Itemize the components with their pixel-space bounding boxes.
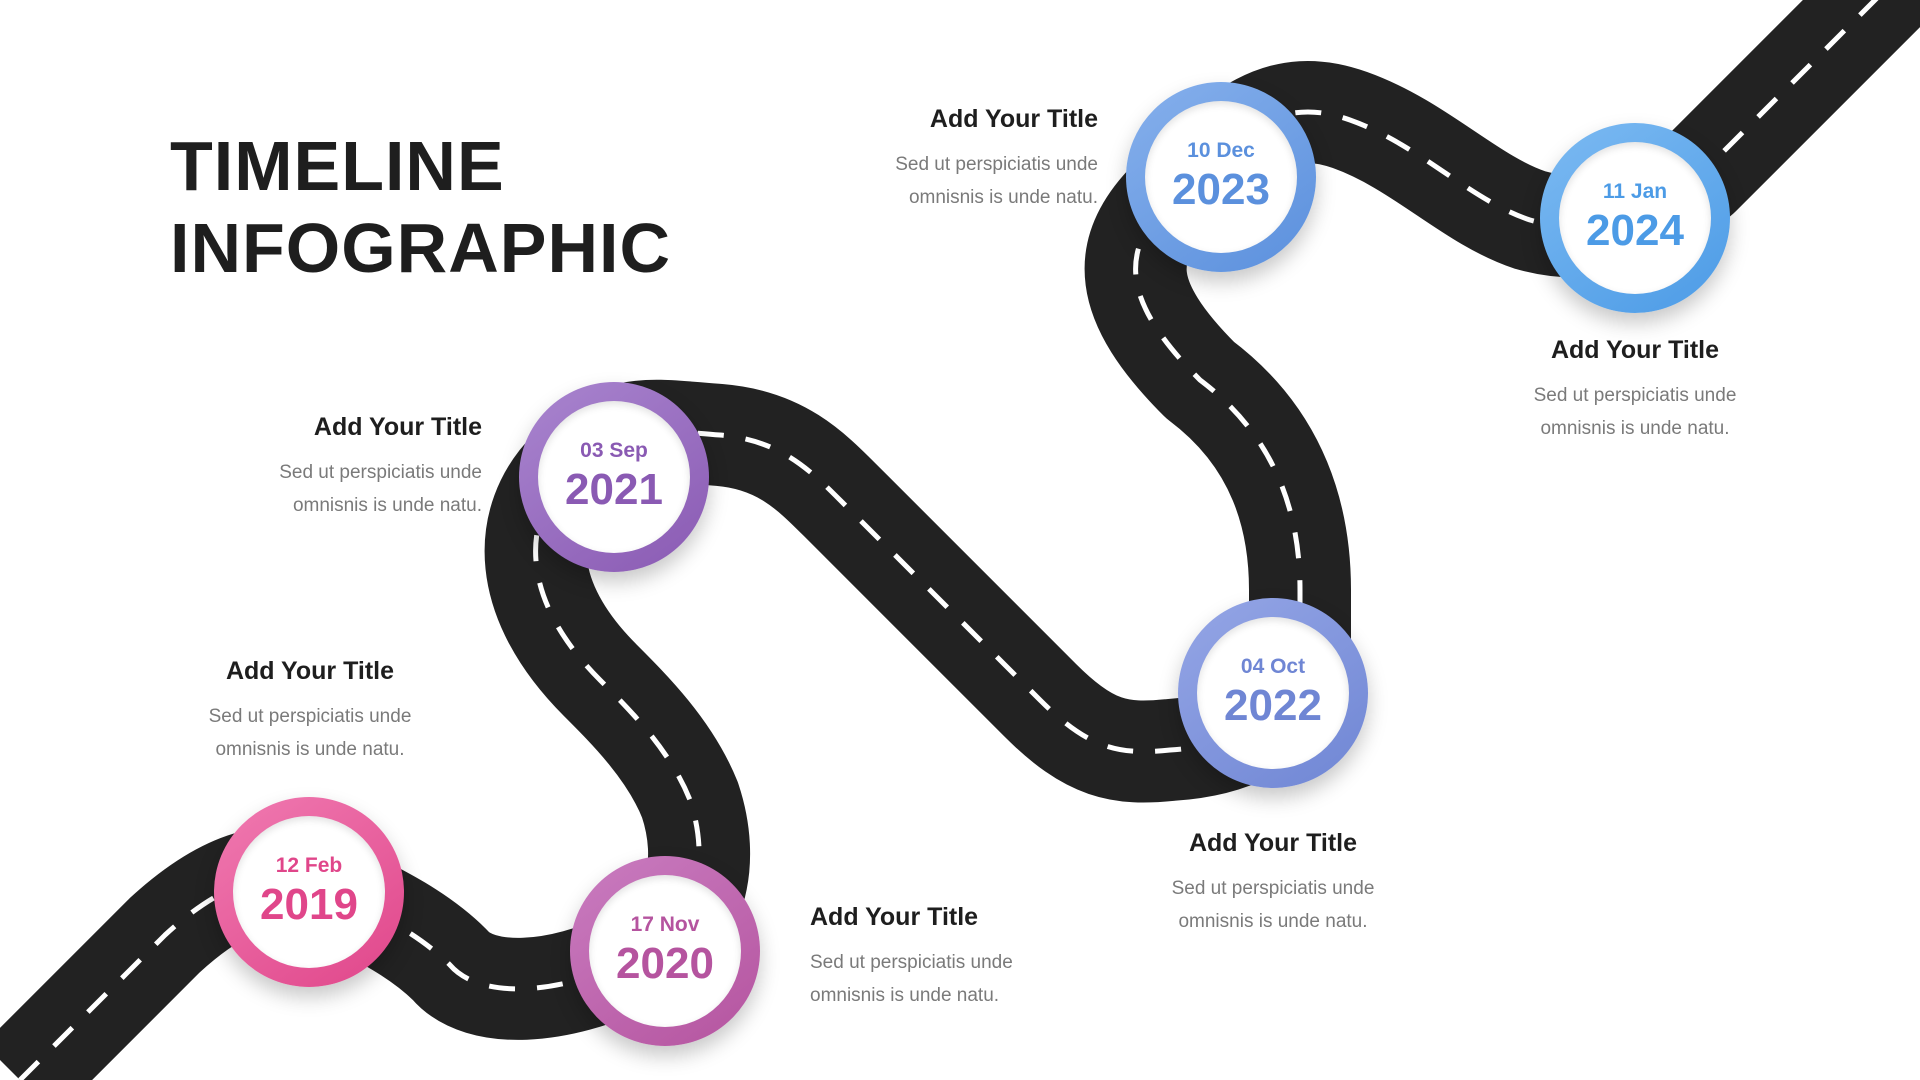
milestone-2020-info: Add Your Title Sed ut perspiciatis unde … — [810, 902, 1110, 1012]
milestone-2021-marker: 03 Sep 2021 — [519, 382, 709, 572]
description-line-1: Sed ut perspiciatis unde — [810, 952, 1013, 973]
description-line-2: omnisnis is unde natu. — [292, 495, 482, 516]
milestone-date: 12 Feb — [275, 854, 343, 877]
milestone-description: Sed ut perspiciatis unde omnisnis is und… — [1485, 379, 1785, 445]
marker-face: 04 Oct 2022 — [1197, 617, 1349, 769]
milestone-description: Sed ut perspiciatis unde omnisnis is und… — [182, 456, 482, 522]
description-line-1: Sed ut perspiciatis unde — [895, 154, 1098, 175]
description-line-2: omnisnis is unde natu. — [810, 985, 1000, 1006]
description-line-2: omnisnis is unde natu. — [1540, 418, 1730, 439]
milestone-title: Add Your Title — [810, 903, 979, 931]
title-line-1: TIMELINE — [170, 127, 505, 205]
milestone-date: 04 Oct — [1240, 655, 1306, 678]
description-line-1: Sed ut perspiciatis unde — [279, 462, 482, 483]
milestone-year: 2020 — [616, 939, 714, 988]
milestone-2024-info: Add Your Title Sed ut perspiciatis unde … — [1485, 335, 1785, 445]
milestone-title: Add Your Title — [1188, 829, 1358, 857]
milestone-date: 17 Nov — [630, 913, 700, 936]
milestone-year: 2021 — [565, 465, 663, 514]
milestone-date: 10 Dec — [1187, 139, 1255, 162]
milestone-title: Add Your Title — [313, 413, 482, 441]
marker-face: 12 Feb 2019 — [233, 816, 385, 968]
milestone-description: Sed ut perspiciatis unde omnisnis is und… — [810, 946, 1110, 1012]
milestone-year: 2022 — [1224, 681, 1322, 730]
description-line-2: omnisnis is unde natu. — [215, 739, 405, 760]
milestone-title: Add Your Title — [1550, 336, 1720, 364]
milestone-description: Sed ut perspiciatis unde omnisnis is und… — [1123, 872, 1423, 938]
page-title: TIMELINE INFOGRAPHIC — [170, 125, 671, 289]
description-line-2: omnisnis is unde natu. — [908, 187, 1098, 208]
description-line-2: omnisnis is unde natu. — [1178, 911, 1368, 932]
milestone-year: 2019 — [260, 880, 358, 929]
milestone-2020-marker: 17 Nov 2020 — [570, 856, 760, 1046]
milestone-2023-marker: 10 Dec 2023 — [1126, 82, 1316, 272]
milestone-2022-marker: 04 Oct 2022 — [1178, 598, 1368, 788]
title-line-2: INFOGRAPHIC — [170, 209, 671, 287]
milestone-date: 11 Jan — [1602, 180, 1668, 203]
marker-face: 17 Nov 2020 — [589, 875, 741, 1027]
milestone-year: 2023 — [1172, 165, 1270, 214]
milestone-description: Sed ut perspiciatis unde omnisnis is und… — [798, 148, 1098, 214]
milestone-description: Sed ut perspiciatis unde omnisnis is und… — [160, 700, 460, 766]
milestone-year: 2024 — [1586, 206, 1684, 255]
milestone-2023-info: Add Your Title Sed ut perspiciatis unde … — [798, 104, 1098, 214]
marker-face: 10 Dec 2023 — [1145, 101, 1297, 253]
milestone-2019-marker: 12 Feb 2019 — [214, 797, 404, 987]
milestone-title: Add Your Title — [225, 657, 395, 685]
milestone-2019-info: Add Your Title Sed ut perspiciatis unde … — [160, 656, 460, 766]
description-line-1: Sed ut perspiciatis unde — [1171, 878, 1375, 899]
description-line-1: Sed ut perspiciatis unde — [208, 706, 412, 727]
milestone-2024-marker: 11 Jan 2024 — [1540, 123, 1730, 313]
marker-face: 03 Sep 2021 — [538, 401, 690, 553]
milestone-2021-info: Add Your Title Sed ut perspiciatis unde … — [182, 412, 482, 522]
milestone-date: 03 Sep — [580, 439, 648, 462]
milestone-title: Add Your Title — [929, 105, 1098, 133]
marker-face: 11 Jan 2024 — [1559, 142, 1711, 294]
milestone-2022-info: Add Your Title Sed ut perspiciatis unde … — [1123, 828, 1423, 938]
description-line-1: Sed ut perspiciatis unde — [1533, 385, 1737, 406]
